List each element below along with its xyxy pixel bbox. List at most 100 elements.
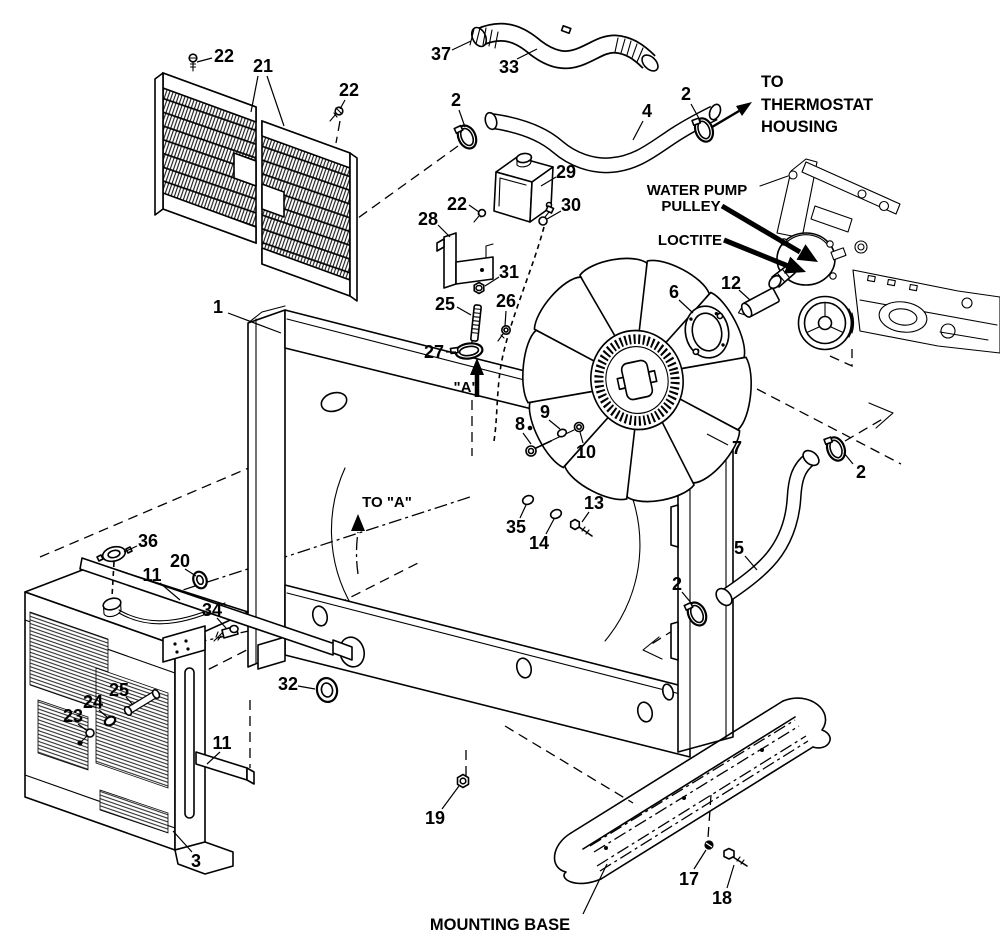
- part-callout-20: 20: [170, 551, 190, 571]
- screw-26: [497, 324, 511, 342]
- part-callout-10: 10: [576, 442, 596, 462]
- fan: [522, 257, 752, 503]
- upper-corrugated-hose-33: [469, 22, 659, 72]
- thermostat-arrow: [711, 102, 752, 129]
- part-callout-34: 34: [202, 600, 222, 620]
- part-callout-8: 8: [515, 414, 525, 434]
- part-callout-22: 22: [214, 46, 234, 66]
- callout-leader: [468, 204, 480, 213]
- callout-leader: [339, 99, 346, 110]
- annotations: TO THERMOSTAT HOUSING WATER PUMP PULLEY …: [362, 73, 873, 934]
- sensor-34: [213, 624, 239, 642]
- part-callout-4: 4: [642, 101, 652, 121]
- callout-leader: [206, 751, 221, 765]
- water-pump-note-line1: WATER PUMP: [647, 182, 748, 199]
- part-callout-2: 2: [681, 84, 691, 104]
- part-callout-25: 25: [435, 294, 455, 314]
- part-callout-19: 19: [425, 808, 445, 828]
- spacer-12: [737, 287, 780, 318]
- part-callout-36: 36: [138, 531, 158, 551]
- screw-22-icons: [188, 53, 487, 223]
- callout-leader: [681, 591, 693, 605]
- callout-leader: [458, 109, 466, 128]
- grille-panels: [154, 71, 358, 302]
- callout-leader: [227, 312, 282, 334]
- part-callout-35: 35: [506, 517, 526, 537]
- callout-leader: [172, 830, 193, 853]
- part-callout-2: 2: [856, 462, 866, 482]
- part-callout-22: 22: [447, 194, 467, 214]
- bolt-8: [525, 429, 575, 457]
- callout-leader: [581, 511, 590, 523]
- callout-leader: [504, 310, 507, 327]
- callout-leader: [441, 785, 460, 810]
- a-marker-note: "A": [453, 379, 478, 396]
- callout-leader: [579, 431, 584, 444]
- mounting-base: [553, 697, 831, 915]
- nut-10: [573, 421, 585, 433]
- callout-leader: [545, 518, 555, 535]
- part-callout-18: 18: [712, 888, 732, 908]
- callout-leader: [516, 48, 538, 60]
- part-callout-14: 14: [529, 533, 549, 553]
- part-callout-21: 21: [253, 56, 273, 76]
- callout-leader: [484, 276, 500, 287]
- washer-9: [556, 428, 568, 438]
- callout-leader: [519, 504, 527, 519]
- grommet-32: [315, 676, 339, 704]
- part-callout-12: 12: [721, 273, 741, 293]
- a-marker-arrow: [470, 358, 484, 397]
- callout-leader: [216, 617, 227, 629]
- loctite-arrow: [723, 237, 806, 274]
- hose-clamp-2-bottom: [683, 601, 708, 627]
- part-callout-27: 27: [424, 342, 444, 362]
- part-callout-11: 11: [142, 565, 161, 585]
- water-pump-note-line2: PULLEY: [661, 198, 720, 215]
- callout-leader: [744, 555, 758, 571]
- callout-leader: [437, 224, 451, 238]
- callout-leader: [250, 75, 259, 113]
- callout-leader: [266, 75, 285, 127]
- part-callout-2: 2: [672, 574, 682, 594]
- thermostat-note-line1: TO: [761, 73, 784, 91]
- callout-leader: [706, 433, 729, 446]
- pulley-arrow: [720, 203, 818, 262]
- part-callout-25: 25: [109, 680, 129, 700]
- bracket-28: [436, 232, 494, 289]
- part-callout-32: 32: [278, 674, 298, 694]
- part-callout-3: 3: [191, 851, 201, 871]
- screw-18: [723, 847, 748, 867]
- washer-35: [521, 494, 535, 506]
- engine-assembly: [759, 158, 1000, 354]
- callout-leader: [159, 582, 181, 601]
- hose-clamp-2-mid-right: [823, 436, 847, 462]
- hose-clamp-2-top-left: [453, 124, 478, 150]
- callout-leader: [678, 299, 694, 314]
- callout-leader: [297, 685, 316, 690]
- thermostat-note-line3: HOUSING: [761, 118, 838, 136]
- part-callout-29: 29: [556, 162, 576, 182]
- part-callout-28: 28: [418, 209, 438, 229]
- strip-11: [195, 751, 255, 785]
- callout-leader: [738, 289, 751, 301]
- nut-31: [473, 281, 485, 295]
- callout-leader: [843, 452, 854, 465]
- washer-24: [103, 715, 117, 727]
- thermostat-note-line2: THERMOSTAT: [761, 96, 873, 114]
- nut-19: [456, 773, 470, 789]
- part-callout-1: 1: [213, 297, 223, 317]
- callout-leader: [184, 568, 197, 577]
- stud-25: [470, 304, 482, 342]
- overflow-reservoir-29: [493, 152, 554, 223]
- mounting-base-note: MOUNTING BASE: [430, 916, 570, 934]
- callout-leader: [196, 57, 213, 63]
- to-a-arrow: [351, 514, 365, 575]
- part-callout-7: 7: [732, 438, 742, 458]
- drain-valve-23: [77, 728, 95, 746]
- callout-leader: [451, 40, 472, 51]
- callout-leader: [123, 545, 138, 553]
- washer-14: [549, 508, 563, 520]
- callout-leader: [456, 306, 472, 316]
